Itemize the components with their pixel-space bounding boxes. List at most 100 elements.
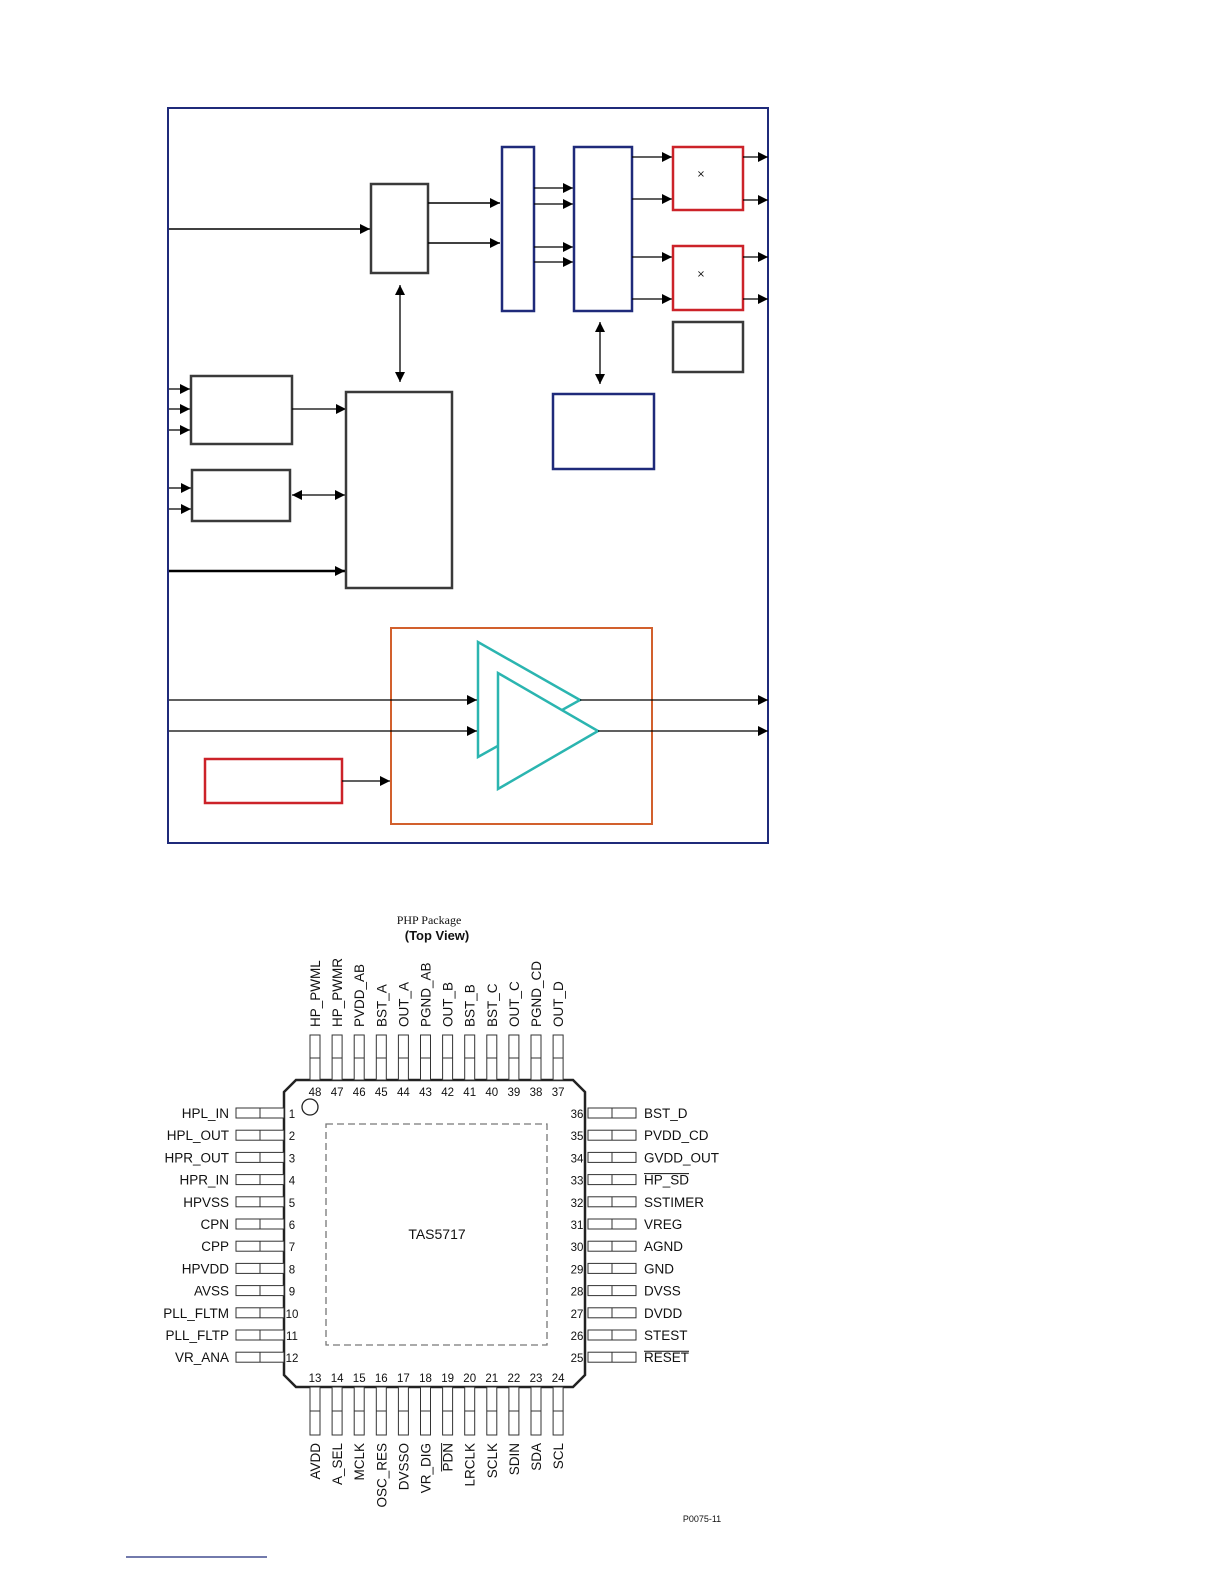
- pin-number: 5: [289, 1198, 295, 1210]
- pin-number: 42: [441, 1087, 454, 1099]
- pin-name: SCL: [551, 1443, 566, 1470]
- pin-number: 37: [552, 1087, 565, 1099]
- pin-name: OSC_RES: [374, 1443, 389, 1508]
- package-subtitle: (Top View): [405, 928, 470, 943]
- pin-name: STEST: [644, 1328, 688, 1343]
- pin-name: HPR_OUT: [164, 1150, 229, 1165]
- pin-name: DVSSO: [396, 1443, 411, 1490]
- pin-number: 11: [286, 1331, 298, 1343]
- pin-number: 23: [530, 1373, 543, 1385]
- pin-name: BST_C: [485, 983, 500, 1027]
- pin-name: SDIN: [507, 1443, 522, 1475]
- h-bridge-block-1: [671, 145, 745, 212]
- pin-number: 19: [441, 1373, 454, 1385]
- processing-block: [369, 182, 430, 275]
- pin-number: 17: [397, 1373, 410, 1385]
- pin-number: 32: [571, 1198, 584, 1210]
- h-bridge-mark-1: ×: [697, 169, 705, 180]
- pin-name: GVDD_OUT: [644, 1150, 719, 1165]
- pin-number: 44: [397, 1087, 410, 1099]
- pin-name: SCLK: [485, 1443, 500, 1478]
- pin-name: PLL_FLTP: [165, 1328, 229, 1343]
- narrow-blue-block: [500, 145, 536, 313]
- charge-pump-block: [203, 757, 344, 805]
- pin-number: 34: [571, 1153, 584, 1165]
- pins-bottom: 13AVDD14A_SEL15MCLK16OSC_RES17DVSSO18VR_…: [308, 1373, 566, 1508]
- pin-name: HPR_IN: [179, 1173, 229, 1188]
- pin-number: 41: [463, 1087, 476, 1099]
- protection-block: [671, 320, 745, 374]
- pin-number: 26: [571, 1331, 584, 1343]
- pin-name: AVDD: [308, 1443, 323, 1480]
- pin-number: 2: [289, 1131, 295, 1143]
- pin-name: HPVSS: [183, 1195, 229, 1210]
- block-diagram: × ×: [167, 107, 769, 844]
- pin-name: CPP: [201, 1239, 229, 1254]
- pin-name: BST_A: [374, 984, 389, 1027]
- pin-number: 33: [571, 1176, 584, 1188]
- pin-number: 39: [508, 1087, 521, 1099]
- pin-name: DVDD: [644, 1306, 683, 1321]
- pin-name: HPL_IN: [182, 1106, 229, 1121]
- pin-number: 36: [571, 1109, 584, 1121]
- pin-number: 7: [289, 1242, 295, 1254]
- pin-number: 21: [485, 1373, 498, 1385]
- pin-number: 14: [331, 1373, 344, 1385]
- package-title: PHP Package: [397, 913, 462, 927]
- pin-name: HPVDD: [182, 1261, 230, 1276]
- pin-number: 10: [286, 1309, 299, 1321]
- h-bridge-mark-2: ×: [697, 269, 705, 280]
- pin-number: 30: [571, 1242, 584, 1254]
- pin-name: OUT_B: [441, 982, 456, 1027]
- pin-name: PGND_AB: [419, 962, 434, 1027]
- drawing-code: P0075-11: [683, 1514, 721, 1524]
- pin-name: LRCLK: [463, 1443, 478, 1487]
- pin-name: PVDD_AB: [352, 964, 367, 1027]
- pin-name: A_SEL: [330, 1443, 345, 1486]
- pin-number: 25: [571, 1353, 584, 1365]
- pin-number: 27: [571, 1309, 584, 1321]
- pin-name: SSTIMER: [644, 1195, 704, 1210]
- pin-number: 40: [485, 1087, 498, 1099]
- pin-name: AVSS: [194, 1284, 229, 1299]
- pin-number: 24: [552, 1373, 565, 1385]
- pin-name: VREG: [644, 1217, 682, 1232]
- pin-number: 4: [289, 1176, 296, 1188]
- pin-number: 22: [508, 1373, 521, 1385]
- pin-name: OUT_D: [551, 981, 566, 1027]
- pin-name: OUT_C: [507, 981, 522, 1027]
- pin-number: 16: [375, 1373, 388, 1385]
- pin-name: HP_SD: [644, 1173, 689, 1188]
- pin-name: DVSS: [644, 1284, 681, 1299]
- pin-name: AGND: [644, 1239, 683, 1254]
- i2c-block: [190, 468, 292, 523]
- pin-number: 3: [289, 1153, 295, 1165]
- pin-number: 43: [419, 1087, 432, 1099]
- pin-number: 28: [571, 1287, 584, 1299]
- pin-name: VR_ANA: [175, 1350, 229, 1365]
- pin-number: 20: [463, 1373, 476, 1385]
- pin-name: BST_B: [463, 984, 478, 1027]
- headphone-amp-right: [496, 670, 601, 792]
- pin-name: CPN: [200, 1217, 229, 1232]
- headphone-amp-block: [390, 627, 653, 825]
- chip-body: [282, 1078, 587, 1389]
- pin-name: SDA: [529, 1443, 544, 1471]
- block-diagram-frame: [167, 107, 769, 844]
- pin-number: 47: [331, 1087, 344, 1099]
- pin-name: PGND_CD: [529, 961, 544, 1027]
- pin-name: HP_PWML: [308, 960, 323, 1027]
- pin-name: OUT_A: [396, 982, 411, 1027]
- pin-number: 29: [571, 1264, 584, 1276]
- pwm-block: [572, 145, 634, 313]
- pin-number: 1: [289, 1109, 295, 1121]
- pin-name: PLL_FLTM: [163, 1306, 229, 1321]
- control-block: [344, 390, 454, 590]
- pin-name: HPL_OUT: [167, 1128, 229, 1143]
- pin-name: VR_DIG: [419, 1443, 434, 1493]
- pin-name: PDN: [441, 1443, 456, 1472]
- pin-number: 31: [571, 1220, 584, 1232]
- pin-number: 15: [353, 1373, 366, 1385]
